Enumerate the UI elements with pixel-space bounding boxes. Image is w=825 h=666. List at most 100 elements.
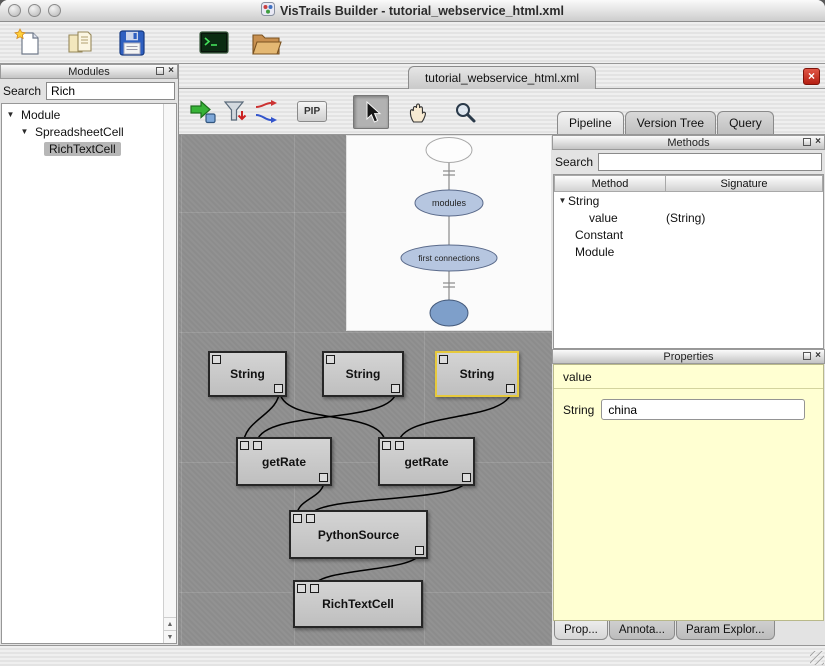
scroll-down-icon[interactable]: ▼	[164, 630, 176, 643]
tab-pipeline[interactable]: Pipeline	[557, 111, 624, 134]
window-minimize-button[interactable]	[28, 4, 41, 17]
open-file-button[interactable]	[62, 26, 98, 60]
modules-dock-title: Modules	[68, 66, 110, 78]
dock-float-icon[interactable]	[803, 352, 811, 360]
module-pythonsource[interactable]: PythonSource	[289, 510, 428, 559]
tab-properties[interactable]: Prop...	[554, 621, 608, 640]
tab-query[interactable]: Query	[717, 111, 774, 134]
titlebar[interactable]: VisTrails Builder - tutorial_webservice_…	[0, 0, 825, 22]
version-tree-pip[interactable]: modules first connections	[346, 135, 552, 331]
save-file-button[interactable]	[114, 26, 150, 60]
method-row-constant[interactable]: Constant	[554, 226, 823, 243]
resize-grip[interactable]	[810, 651, 824, 665]
properties-body: value String	[553, 364, 824, 621]
module-label: PythonSource	[318, 528, 399, 542]
tab-annotations[interactable]: Annota...	[609, 621, 675, 640]
tree-item-richtextcell[interactable]: RichTextCell	[2, 140, 163, 157]
module-richtextcell[interactable]: RichTextCell	[293, 580, 423, 628]
status-bar	[0, 645, 825, 666]
visual-diff-button[interactable]	[251, 96, 283, 128]
console-icon	[198, 29, 230, 57]
properties-dock-title: Properties	[663, 351, 713, 363]
method-row-value[interactable]: value (String)	[554, 209, 823, 226]
module-tree: ▼ Module ▼ SpreadsheetCell RichTextCell …	[1, 103, 177, 644]
tree-item-module[interactable]: ▼ Module	[2, 106, 163, 123]
output-port[interactable]	[506, 384, 515, 393]
dock-close-icon[interactable]: ×	[815, 351, 821, 361]
column-header-signature[interactable]: Signature	[665, 175, 823, 192]
version-node-current[interactable]	[430, 300, 468, 326]
methods-search-input[interactable]	[598, 153, 822, 171]
module-string-3-selected[interactable]: String	[435, 351, 519, 397]
method-name: String	[568, 194, 599, 208]
output-port[interactable]	[462, 473, 471, 482]
version-node-root[interactable]	[426, 138, 472, 163]
dock-close-icon[interactable]: ×	[815, 137, 821, 147]
window-zoom-button[interactable]	[48, 4, 61, 17]
column-header-method[interactable]: Method	[554, 175, 666, 192]
input-port[interactable]	[326, 355, 335, 364]
version-node-first-connections[interactable]: first connections	[401, 245, 497, 271]
tree-scrollbar[interactable]: ▲ ▼	[163, 104, 176, 643]
pip-toggle-button[interactable]: PIP	[297, 101, 327, 122]
visual-query-button[interactable]	[219, 96, 251, 128]
tab-version-tree[interactable]: Version Tree	[625, 111, 716, 134]
zoom-tool-button[interactable]	[447, 95, 483, 129]
module-label: RichTextCell	[322, 597, 394, 611]
input-port[interactable]	[293, 514, 302, 523]
version-node-modules[interactable]: modules	[415, 190, 483, 216]
module-string-2[interactable]: String	[322, 351, 404, 397]
expander-icon[interactable]: ▼	[557, 196, 568, 205]
expander-icon[interactable]: ▼	[5, 110, 16, 119]
module-getrate-1[interactable]: getRate	[236, 437, 332, 486]
window-close-button[interactable]	[8, 4, 21, 17]
method-signature: (String)	[666, 211, 823, 225]
scroll-up-icon[interactable]: ▲	[164, 617, 176, 630]
input-port[interactable]	[297, 584, 306, 593]
input-port[interactable]	[382, 441, 391, 450]
module-label: getRate	[404, 455, 448, 469]
input-port[interactable]	[253, 441, 262, 450]
output-port[interactable]	[274, 384, 283, 393]
dock-float-icon[interactable]	[156, 67, 164, 75]
methods-search-label: Search	[555, 155, 593, 169]
document-tab-bar: tutorial_webservice_html.xml ×	[179, 64, 825, 89]
input-port[interactable]	[212, 355, 221, 364]
window-title: VisTrails Builder - tutorial_webservice_…	[280, 4, 564, 18]
tree-item-spreadsheetcell[interactable]: ▼ SpreadsheetCell	[2, 123, 163, 140]
new-file-icon	[13, 28, 43, 58]
expander-icon[interactable]: ▼	[19, 127, 30, 136]
pan-tool-button[interactable]	[400, 95, 436, 129]
method-row-string[interactable]: ▼ String	[554, 192, 823, 209]
tab-param-exploration[interactable]: Param Explor...	[676, 621, 775, 640]
input-port[interactable]	[310, 584, 319, 593]
pipeline-canvas[interactable]: modules first connections	[179, 135, 552, 645]
console-button[interactable]	[196, 26, 232, 60]
app-icon	[261, 2, 275, 19]
hand-icon	[406, 100, 430, 124]
output-port[interactable]	[391, 384, 400, 393]
input-port[interactable]	[306, 514, 315, 523]
execute-pipeline-button[interactable]	[187, 96, 219, 128]
module-string-1[interactable]: String	[208, 351, 287, 397]
output-port[interactable]	[415, 546, 424, 555]
new-file-button[interactable]	[10, 26, 46, 60]
output-port[interactable]	[319, 473, 328, 482]
input-port[interactable]	[439, 355, 448, 364]
dock-float-icon[interactable]	[803, 138, 811, 146]
modules-search-input[interactable]	[46, 82, 175, 100]
dock-close-icon[interactable]: ×	[168, 66, 174, 76]
mdi-close-button[interactable]: ×	[803, 68, 820, 85]
select-tool-button[interactable]	[353, 95, 389, 129]
input-port[interactable]	[240, 441, 249, 450]
methods-dock-titlebar[interactable]: Methods ×	[552, 135, 825, 150]
properties-dock-titlebar[interactable]: Properties ×	[552, 349, 825, 364]
method-row-module[interactable]: Module	[554, 243, 823, 260]
modules-dock-titlebar[interactable]: Modules ×	[0, 64, 178, 79]
open-folder-button[interactable]	[248, 26, 284, 60]
property-value-input[interactable]	[601, 399, 805, 420]
module-getrate-2[interactable]: getRate	[378, 437, 475, 486]
document-tab[interactable]: tutorial_webservice_html.xml	[408, 66, 596, 89]
method-name: Module	[575, 245, 614, 259]
input-port[interactable]	[395, 441, 404, 450]
